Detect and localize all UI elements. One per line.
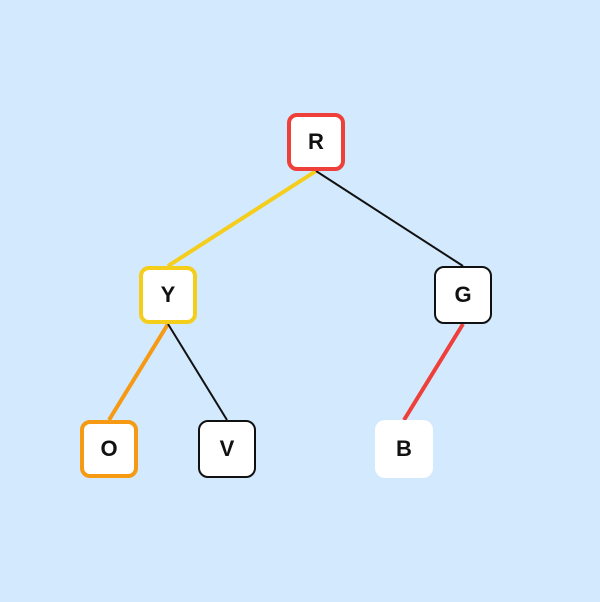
tree-node-o-label: O bbox=[100, 436, 118, 461]
tree-edge-r-y bbox=[166, 169, 318, 268]
tree-node-g: G bbox=[434, 266, 492, 324]
tree-edge-y-o bbox=[107, 322, 170, 422]
tree-node-g-label: G bbox=[454, 282, 472, 307]
tree-node-b-label: B bbox=[396, 436, 412, 461]
tree-node-v: V bbox=[198, 420, 256, 478]
tree-node-r-label: R bbox=[308, 129, 324, 154]
tree-node-y-label: Y bbox=[160, 282, 176, 307]
tree-edge-r-g bbox=[315, 170, 464, 267]
tree-edge-g-b bbox=[402, 322, 465, 422]
tree-edge-y-v bbox=[167, 323, 228, 421]
tree-node-r: R bbox=[287, 113, 345, 171]
tree-node-b: B bbox=[375, 420, 433, 478]
tree-node-y: Y bbox=[139, 266, 197, 324]
tree-node-o: O bbox=[80, 420, 138, 478]
tree-node-v-label: V bbox=[219, 436, 235, 461]
